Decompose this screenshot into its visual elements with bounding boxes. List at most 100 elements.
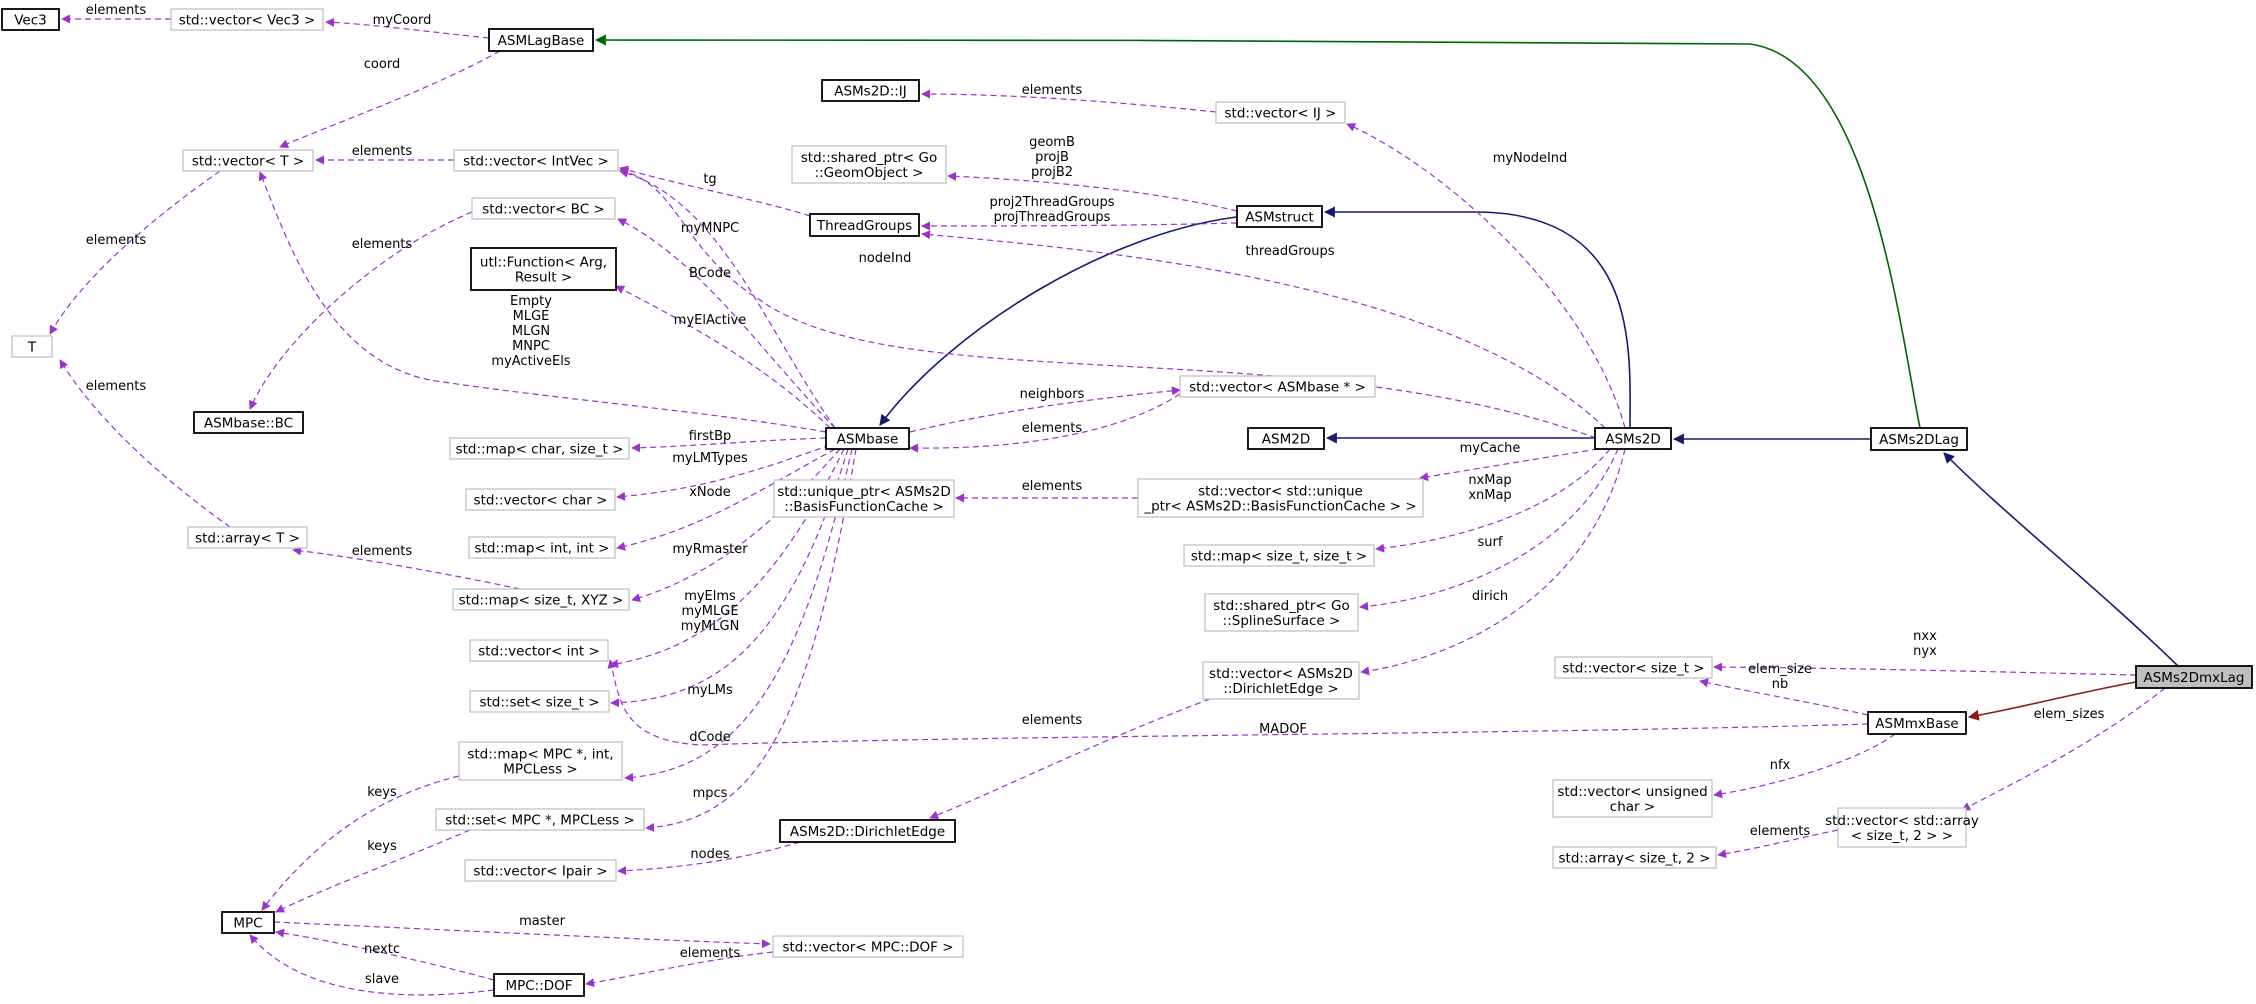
edge-label: elements: [86, 233, 147, 248]
class-node-asmbase[interactable]: ASMbase: [825, 427, 910, 450]
class-node-utl-function[interactable]: utl::Function< Arg,Result >: [470, 247, 617, 291]
class-node-shared-ptr-spline[interactable]: std::shared_ptr< Go::SplineSurface >: [1204, 593, 1359, 632]
node-label: std::shared_ptr< Go: [801, 150, 937, 166]
class-node-vector-size[interactable]: std::vector< size_t >: [1554, 656, 1713, 679]
edge-label: nfx: [1770, 758, 1791, 773]
class-node-mpc[interactable]: MPC: [221, 911, 275, 934]
class-node-asmstruct[interactable]: ASMstruct: [1236, 205, 1323, 228]
inheritance-edge-6: [1967, 681, 2137, 721]
class-node-mpc-dof[interactable]: MPC::DOF: [493, 973, 585, 997]
edge-label: myMNPC: [681, 221, 739, 236]
edge-label: xnMap: [1468, 488, 1511, 503]
class-node-map-mpc[interactable]: std::map< MPC *, int,MPCLess >: [458, 741, 623, 781]
class-node-array-t[interactable]: std::array< T >: [187, 526, 308, 549]
edge-asmmxbase-vector-uchar: nfx: [1713, 733, 1896, 799]
class-node-shared-ptr-geom[interactable]: std::shared_ptr< Go::GeomObject >: [791, 145, 947, 184]
usage-arrow: [624, 448, 853, 782]
class-node-map-char-size[interactable]: std::map< char, size_t >: [449, 437, 630, 460]
edge-vector-asmbase-ptr-asmbase: elements: [909, 393, 1181, 453]
class-node-array-size2[interactable]: std::array< size_t, 2 >: [1552, 846, 1717, 869]
class-node-unique-ptr-bfc[interactable]: std::unique_ptr< ASMs2D::BasisFunctionCa…: [773, 479, 955, 518]
node-box: [1870, 427, 1968, 451]
class-node-vector-ij[interactable]: std::vector< IJ >: [1215, 101, 1346, 124]
node-label: std::map< int, int >: [475, 541, 610, 557]
edge-label: nodes: [690, 847, 729, 862]
class-node-asms2dlag[interactable]: ASMs2DLag: [1870, 427, 1968, 451]
node-box: [453, 149, 619, 172]
usage-arrow: [631, 437, 827, 453]
edge-asmbase-map-char-size: firstBp: [631, 429, 827, 453]
usage-arrow: [59, 359, 231, 528]
class-node-vector-unique-bfc[interactable]: std::vector< std::unique_ptr< ASMs2D::Ba…: [1137, 478, 1424, 518]
class-node-asms2d[interactable]: ASMs2D: [1594, 427, 1672, 450]
node-label: ASMs2D: [1605, 432, 1660, 448]
edge-label: nxx: [1913, 629, 1937, 644]
class-node-vector-intvec[interactable]: std::vector< IntVec >: [453, 149, 619, 172]
edge-label: MNPC: [512, 339, 550, 354]
edge-label: myNodeInd: [1493, 151, 1568, 166]
edge-label: nxMap: [1468, 473, 1511, 488]
node-label: std::vector< IJ >: [1225, 106, 1337, 122]
usage-arrow: [921, 89, 1217, 113]
node-box: [1204, 593, 1359, 632]
edge-label: elements: [1022, 479, 1083, 494]
usage-arrow: [249, 211, 473, 410]
class-node-vec3[interactable]: Vec3: [1, 8, 60, 31]
class-node-map-size-xyz[interactable]: std::map< size_t, XYZ >: [452, 588, 630, 611]
edge-label: projB: [1035, 150, 1069, 165]
edge-asmbase-vector-asmbase-ptr: neighbors: [909, 386, 1181, 433]
node-box: [821, 79, 920, 102]
edge-threadgroups-vector-intvec: tg: [619, 165, 811, 217]
class-node-set-size[interactable]: std::set< size_t >: [469, 690, 610, 713]
node-box: [193, 411, 304, 434]
class-node-t[interactable]: T: [11, 335, 53, 358]
edge-label: elem_sizes: [2034, 707, 2105, 722]
class-node-asmbase-bc[interactable]: ASMbase::BC: [193, 411, 304, 434]
edge-label: geomB: [1029, 135, 1075, 150]
class-node-asmmxbase[interactable]: ASMmxBase: [1867, 711, 1967, 735]
edge-label: myRmaster: [672, 542, 748, 557]
edge-label: dCode: [689, 730, 731, 745]
class-node-set-mpc[interactable]: std::set< MPC *, MPCLess >: [435, 808, 645, 831]
class-node-vector-dirichlet[interactable]: std::vector< ASMs2D::DirichletEdge >: [1202, 661, 1360, 700]
edge-label: elements: [86, 379, 147, 394]
usage-arrow: [617, 218, 836, 429]
class-node-vector-bc[interactable]: std::vector< BC >: [471, 197, 616, 220]
class-node-vector-t[interactable]: std::vector< T >: [182, 149, 314, 172]
class-node-asmlagbase[interactable]: ASMLagBase: [488, 28, 594, 52]
usage-arrow: [249, 934, 495, 996]
class-node-vector-char[interactable]: std::vector< char >: [465, 488, 616, 511]
class-node-vector-vec3[interactable]: std::vector< Vec3 >: [170, 8, 324, 31]
class-node-vector-int[interactable]: std::vector< int >: [469, 639, 609, 662]
class-node-vector-ipair[interactable]: std::vector< Ipair >: [464, 859, 617, 882]
edge-asmlagbase-vector-t: coord: [279, 50, 501, 148]
node-label: MPC::DOF: [505, 978, 572, 994]
class-node-map-size-size[interactable]: std::map< size_t, size_t >: [1183, 544, 1375, 567]
edge-label: myElms: [684, 589, 736, 604]
class-node-threadgroups[interactable]: ThreadGroups: [809, 213, 920, 237]
class-node-vector-array-size2[interactable]: std::vector< std::array< size_t, 2 > >: [1825, 807, 1979, 848]
edge-label: myLMTypes: [672, 451, 748, 466]
edge-asmbase-map-int-int: xNode: [616, 448, 836, 551]
class-node-vector-mpc-dof[interactable]: std::vector< MPC::DOF >: [772, 935, 964, 958]
class-node-map-int-int[interactable]: std::map< int, int >: [468, 536, 616, 559]
edge-label: MLGN: [512, 324, 550, 339]
class-node-asms2dmxlag[interactable]: ASMs2DmxLag: [2135, 665, 2253, 689]
node-box: [1552, 846, 1717, 869]
node-label: std::map< size_t, XYZ >: [459, 593, 624, 609]
node-box: [170, 8, 324, 31]
node-box: [468, 536, 616, 559]
inheritance-edge-5: [1943, 452, 2179, 667]
node-label: std::vector< ASMbase * >: [1189, 380, 1366, 396]
usage-arrow: [645, 448, 857, 832]
class-node-asms2d-ij[interactable]: ASMs2D::IJ: [821, 79, 920, 102]
class-node-asm2d[interactable]: ASM2D: [1247, 427, 1325, 450]
usage-arrow: [617, 841, 801, 876]
node-label: ::BasisFunctionCache >: [784, 499, 943, 515]
edge-asmmxbase-vector-int: MADOF: [607, 659, 1869, 746]
node-label: ASMmxBase: [1875, 716, 1958, 732]
class-node-vector-asmbase-ptr[interactable]: std::vector< ASMbase * >: [1179, 375, 1376, 398]
class-node-dirichletedge[interactable]: ASMs2D::DirichletEdge: [779, 819, 956, 843]
